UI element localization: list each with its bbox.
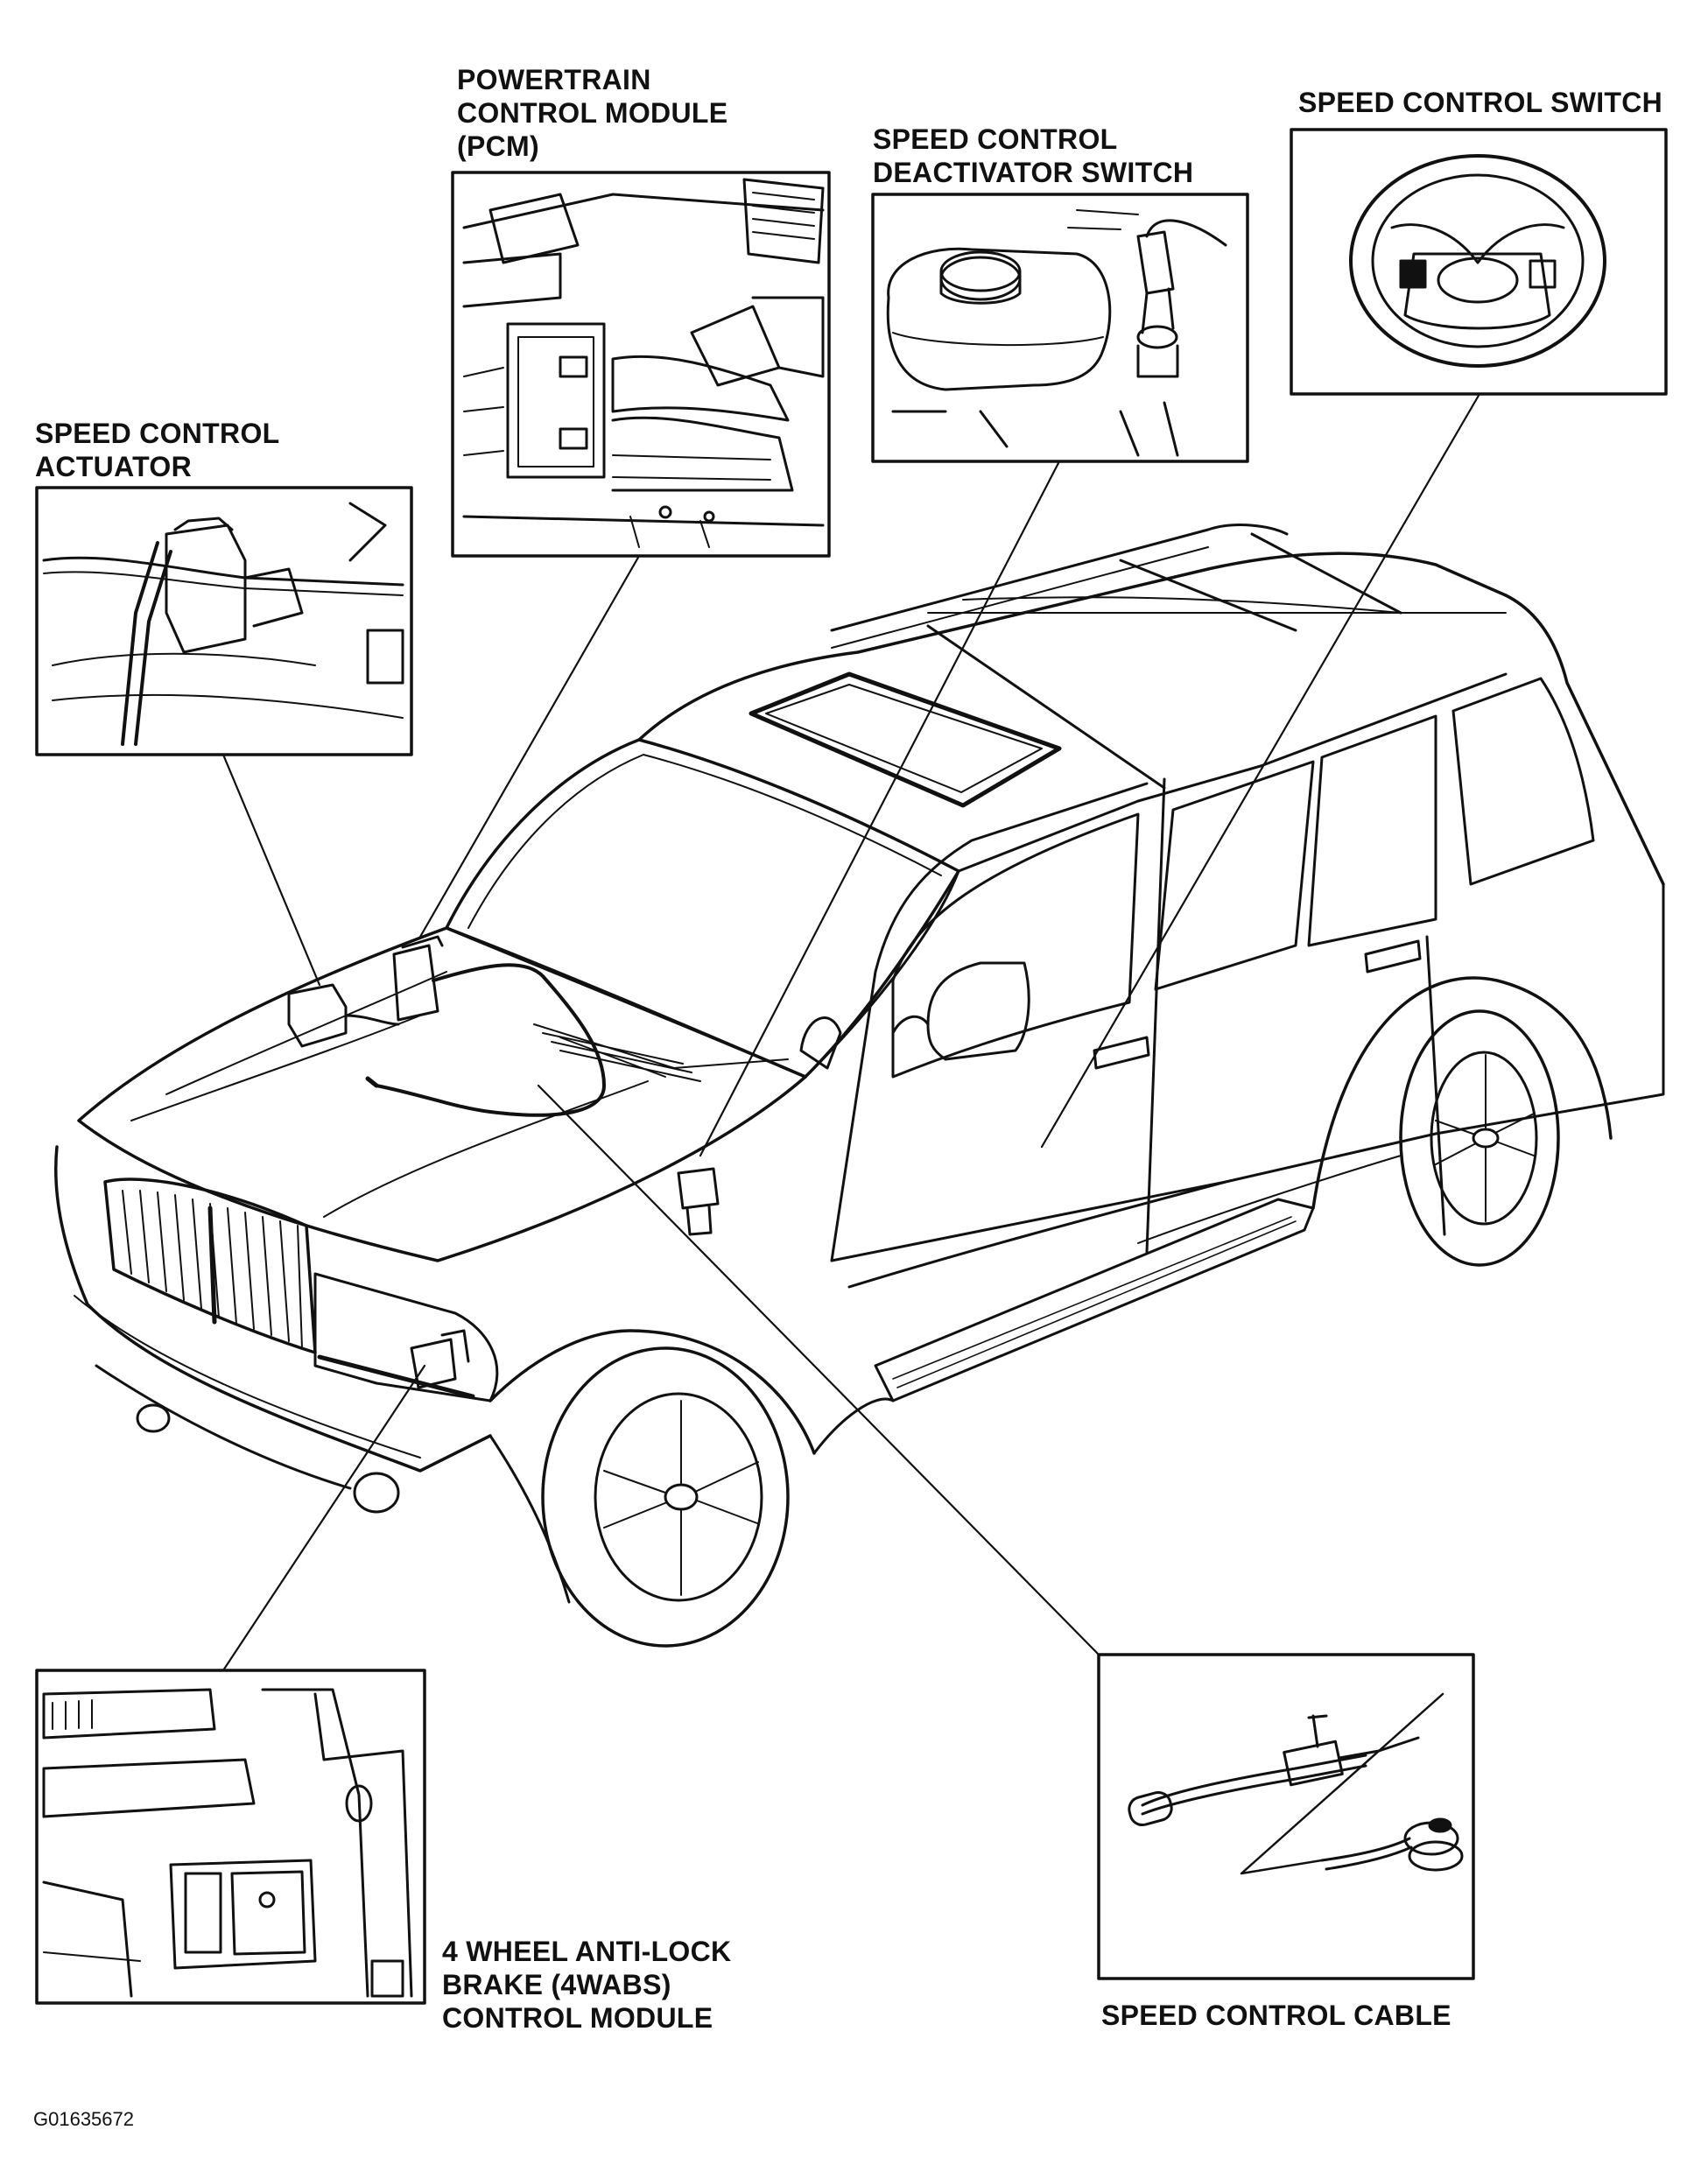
pcm-inset: [451, 171, 831, 558]
cable-label-line-1: SPEED CONTROL CABLE: [1101, 2000, 1451, 2031]
deactivator-switch-inset: [871, 193, 1249, 463]
pcm-label-line-1: POWERTRAIN: [457, 64, 651, 95]
abs-marker: [410, 1338, 457, 1389]
actuator-label: SPEED CONTROL ACTUATOR: [35, 417, 279, 483]
deactivator-label-line-1: SPEED CONTROL: [873, 123, 1118, 155]
pcm-marker: [392, 944, 439, 1022]
leader-lines: [221, 392, 1481, 1672]
abs-label-line-3: CONTROL MODULE: [442, 2002, 713, 2034]
actuator-inset: [35, 486, 413, 756]
deactivator-marker: [677, 1167, 720, 1210]
abs-label-line-2: BRAKE (4WABS): [442, 1969, 671, 2000]
pcm-label: POWERTRAIN CONTROL MODULE (PCM): [457, 63, 727, 163]
actuator-label-line-1: SPEED CONTROL: [35, 418, 280, 449]
deactivator-switch-label: SPEED CONTROL DEACTIVATOR SWITCH: [873, 123, 1193, 189]
cable-inset: [1097, 1653, 1475, 1980]
abs-module-inset: [35, 1669, 426, 2005]
component-markers: [287, 935, 720, 1389]
speed-control-cable-label: SPEED CONTROL CABLE: [1101, 1999, 1451, 2032]
pcm-label-line-3: (PCM): [457, 130, 539, 162]
speed-control-switch-label: SPEED CONTROL SWITCH: [1298, 86, 1662, 119]
cable-routing: [375, 963, 606, 1117]
speed-control-switch-inset: [1290, 128, 1668, 396]
abs-label-line-1: 4 WHEEL ANTI-LOCK: [442, 1936, 732, 1967]
switch-label-line-1: SPEED CONTROL SWITCH: [1298, 87, 1663, 118]
figure-id: G01635672: [33, 2108, 134, 2130]
deactivator-label-line-2: DEACTIVATOR SWITCH: [873, 157, 1194, 188]
pcm-label-line-2: CONTROL MODULE: [457, 97, 728, 129]
actuator-marker: [287, 983, 348, 1048]
actuator-label-line-2: ACTUATOR: [35, 451, 192, 482]
vehicle-illustration: [54, 524, 1665, 1648]
abs-module-label: 4 WHEEL ANTI-LOCK BRAKE (4WABS) CONTROL …: [442, 1935, 731, 2035]
